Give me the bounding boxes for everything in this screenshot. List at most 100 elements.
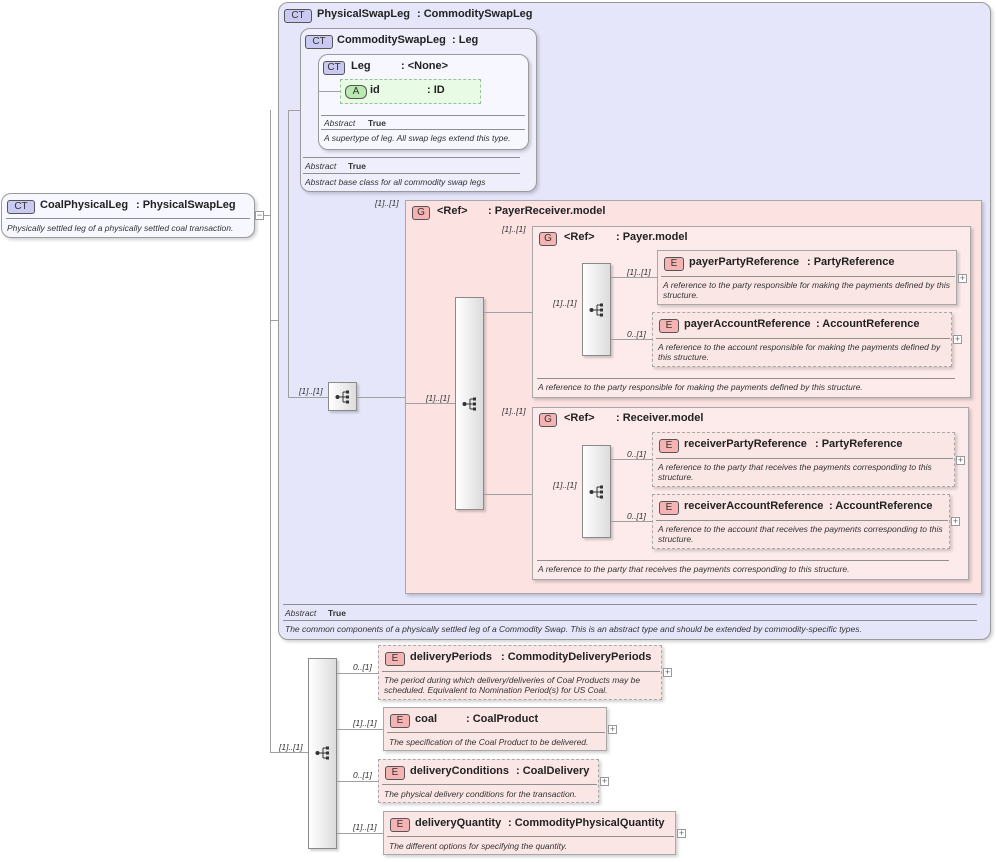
connector-line (288, 110, 300, 111)
attribute-type: : ID (427, 84, 445, 96)
sequence-compositor[interactable] (582, 263, 611, 356)
delivery-quantity-element[interactable]: E deliveryQuantity : CommodityPhysicalQu… (383, 811, 676, 855)
expand-toggle[interactable]: + (608, 724, 617, 734)
element-type: : PartyReference (815, 438, 903, 450)
abstract-value: True (368, 118, 386, 128)
element-description: A reference to the account responsible f… (658, 342, 941, 362)
element-name: payerAccountReference (684, 318, 811, 330)
element-type: : AccountReference (816, 318, 920, 330)
connector-line (611, 339, 652, 340)
id-attribute-box[interactable]: A id : ID (340, 79, 481, 104)
sequence-icon (335, 390, 349, 404)
connector-line (484, 312, 532, 313)
coal-physical-leg-box[interactable]: CT CoalPhysicalLeg : PhysicalSwapLeg Phy… (1, 193, 255, 238)
group-icon: G (539, 413, 557, 427)
abstract-value: True (328, 608, 346, 618)
abstract-label: Abstract (285, 608, 317, 618)
element-type: : PartyReference (807, 256, 895, 268)
collapse-toggle[interactable]: − (255, 210, 264, 220)
cardinality-label: [1]..[1] (502, 406, 526, 416)
divider (656, 458, 953, 459)
root-name: CoalPhysicalLeg (40, 199, 129, 211)
divider (656, 338, 950, 339)
payer-account-reference-element[interactable]: E payerAccountReference : AccountReferen… (652, 312, 952, 367)
group-ref: <Ref> (564, 412, 595, 424)
sequence-compositor[interactable] (308, 658, 337, 849)
group-name: : Payer.model (616, 231, 688, 243)
connector-line (288, 397, 328, 398)
element-name: coal (415, 713, 438, 725)
sequence-icon (462, 397, 476, 411)
sequence-compositor[interactable] (582, 445, 611, 538)
cardinality-label: [1]..[1] (502, 224, 526, 234)
receiver-party-reference-element[interactable]: E receiverPartyReference : PartyReferenc… (652, 432, 955, 487)
cardinality-label: 0..[1] (627, 329, 646, 339)
divider (321, 129, 525, 130)
divider (537, 378, 955, 379)
connector-line (337, 781, 378, 782)
payer-party-reference-element[interactable]: E payerPartyReference : PartyReference A… (657, 250, 957, 305)
connector-line (337, 729, 383, 730)
sequence-compositor[interactable] (455, 297, 484, 510)
element-description: A reference to the party responsible for… (663, 280, 950, 300)
element-icon: E (385, 766, 405, 780)
group-ref: <Ref> (564, 231, 595, 243)
expand-toggle[interactable]: + (663, 667, 672, 677)
commodity-swap-leg-description: Abstract base class for all commodity sw… (305, 177, 486, 187)
cardinality-label: [1]..[1] (627, 267, 651, 277)
abstract-label: Abstract (324, 118, 356, 128)
cardinality-label: [1]..[1] (279, 742, 303, 752)
element-icon: E (385, 652, 405, 666)
leg-name: Leg (351, 60, 371, 72)
divider (6, 218, 250, 219)
connector-line (270, 110, 271, 752)
cardinality-label: 0..[1] (353, 662, 372, 672)
leg-type: : <None> (401, 60, 449, 72)
group-icon: G (539, 232, 557, 246)
cardinality-label: [1]..[1] (375, 198, 399, 208)
element-type: : AccountReference (829, 500, 933, 512)
root-type: : PhysicalSwapLeg (136, 199, 236, 211)
sequence-icon (589, 485, 603, 499)
cardinality-label: 0..[1] (627, 449, 646, 459)
delivery-periods-element[interactable]: E deliveryPeriods : CommodityDeliveryPer… (378, 645, 662, 700)
physical-swap-leg-type: : CommoditySwapLeg (417, 8, 533, 20)
divider (537, 560, 949, 561)
connector-line (318, 91, 340, 92)
element-name: receiverAccountReference (684, 500, 824, 512)
element-description: A reference to the account that receives… (658, 524, 943, 544)
group-name: : PayerReceiver.model (488, 205, 606, 217)
connector-line (337, 833, 383, 834)
divider (283, 604, 977, 605)
connector-line (270, 752, 308, 753)
expand-toggle[interactable]: + (677, 828, 686, 838)
leg-description: A supertype of leg. All swap legs extend… (324, 133, 511, 143)
sequence-compositor[interactable] (328, 382, 357, 411)
element-description: The different options for specifying the… (389, 841, 567, 851)
divider (382, 671, 660, 672)
element-icon: E (664, 257, 684, 271)
coal-element[interactable]: E coal : CoalProduct The specification o… (383, 707, 607, 751)
cardinality-label: [1]..[1] (553, 298, 577, 308)
expand-toggle[interactable]: + (951, 516, 960, 526)
expand-toggle[interactable]: + (600, 776, 609, 786)
connector-line (288, 110, 289, 398)
cardinality-label: [1]..[1] (299, 386, 323, 396)
connector-line (611, 277, 657, 278)
expand-toggle[interactable]: + (958, 273, 967, 283)
abstract-label: Abstract (305, 161, 337, 171)
element-icon: E (659, 319, 679, 333)
payer-model-description: A reference to the party responsible for… (538, 382, 863, 392)
delivery-conditions-element[interactable]: E deliveryConditions : CoalDelivery The … (378, 759, 599, 803)
connector-line (484, 494, 532, 495)
divider (382, 784, 597, 785)
expand-toggle[interactable]: + (953, 334, 962, 344)
receiver-model-description: A reference to the party that receives t… (538, 564, 850, 574)
sequence-icon (589, 303, 603, 317)
commodity-swap-leg-name: CommoditySwapLeg (337, 34, 446, 46)
receiver-account-reference-element[interactable]: E receiverAccountReference : AccountRefe… (652, 494, 950, 549)
element-name: receiverPartyReference (684, 438, 807, 450)
connector-line (405, 403, 455, 404)
element-description: The physical delivery conditions for the… (384, 789, 577, 799)
expand-toggle[interactable]: + (956, 455, 965, 465)
